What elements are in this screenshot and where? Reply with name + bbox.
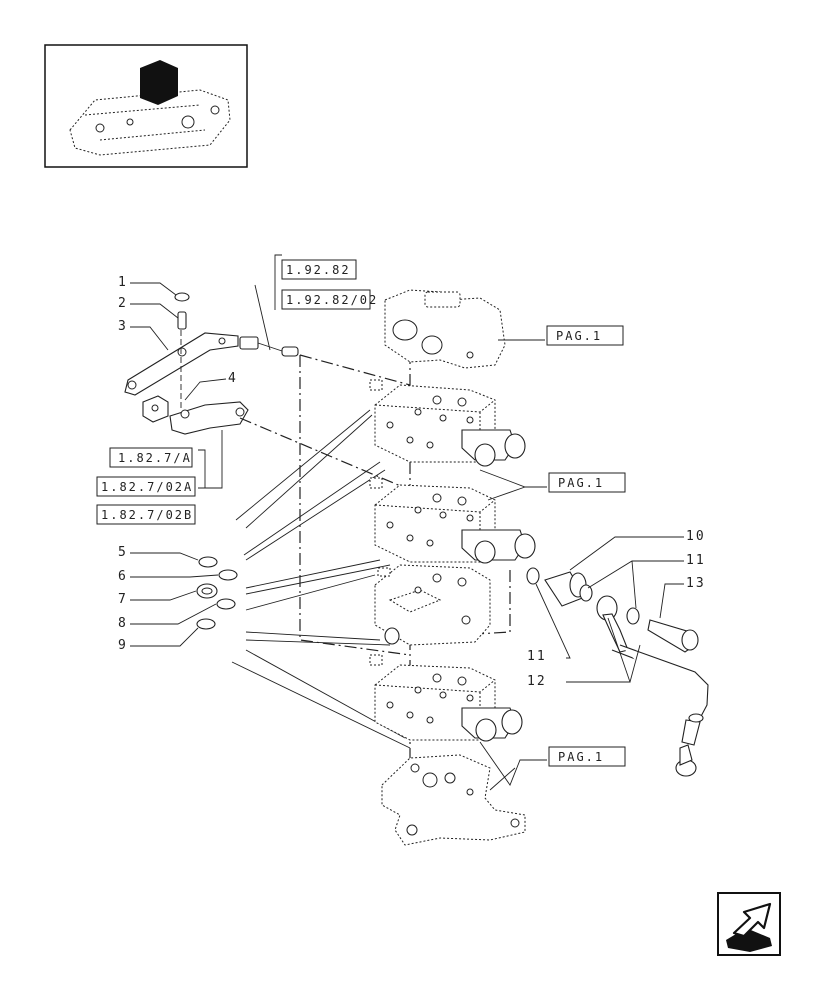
valve-section-d (369, 654, 523, 742)
pag-label: PAG.1 (558, 476, 604, 490)
callout-8: 8 (118, 616, 128, 631)
callout-13: 13 (686, 576, 706, 591)
linkage-parts (124, 292, 299, 435)
pag-box-2[interactable]: PAG.1 (548, 472, 626, 493)
pag-references: PAG.1 PAG.1 PAG.1 (479, 325, 626, 791)
seal-leaders (231, 409, 411, 749)
valve-end-cover (381, 754, 526, 846)
callouts-right: 10 11 13 11 12 (527, 529, 706, 689)
pag-label: PAG.1 (558, 750, 604, 764)
callout-12: 12 (527, 674, 547, 689)
reference-label: 1.82.7/02B (101, 508, 193, 522)
reference-group-top: 1.92.82 1.92.82/02 (254, 254, 378, 351)
callout-1: 1 (118, 275, 128, 290)
pag-box-1[interactable]: PAG.1 (546, 325, 624, 346)
callouts-left: 1 2 3 4 (118, 275, 238, 401)
callout-7: 7 (118, 592, 128, 607)
pag-box-3[interactable]: PAG.1 (548, 746, 626, 767)
reference-box-1[interactable]: 1.92.82 (281, 259, 357, 280)
valve-stack (369, 289, 536, 846)
fittings (526, 567, 709, 777)
reference-label: 1.92.82/02 (286, 293, 378, 307)
callout-11-right: 11 (686, 553, 706, 568)
callout-2: 2 (118, 296, 128, 311)
reference-label: 1.82.7/A (118, 451, 192, 465)
next-page-arrow-icon[interactable] (717, 892, 781, 956)
reference-label: 1.82.7/02A (101, 480, 193, 494)
reference-box-4[interactable]: 1.82.7/02A (96, 476, 196, 497)
tractor-rear-housing-thumbnail-icon (69, 60, 231, 156)
callout-6: 6 (118, 569, 128, 584)
callout-11-left: 11 (527, 649, 547, 664)
callouts-seals: 5 6 7 8 9 (118, 545, 219, 653)
valve-inlet-cover (384, 289, 506, 369)
valve-section-b (369, 477, 536, 564)
valve-section-c (374, 564, 491, 646)
valve-section-a (369, 379, 526, 467)
callout-9: 9 (118, 638, 128, 653)
reference-box-5[interactable]: 1.82.7/02B (96, 504, 196, 525)
reference-label: 1.92.82 (286, 263, 351, 277)
callout-10: 10 (686, 529, 706, 544)
reference-box-3[interactable]: 1.82.7/A (109, 447, 193, 468)
seal-parts (196, 556, 238, 630)
reference-group-left: 1.82.7/A 1.82.7/02A 1.82.7/02B (96, 430, 223, 525)
reference-box-2[interactable]: 1.92.82/02 (281, 289, 378, 310)
callout-5: 5 (118, 545, 128, 560)
callout-3: 3 (118, 319, 128, 334)
callout-4: 4 (228, 371, 238, 386)
thumbnail-locator[interactable] (44, 44, 248, 168)
pag-label: PAG.1 (556, 329, 602, 343)
